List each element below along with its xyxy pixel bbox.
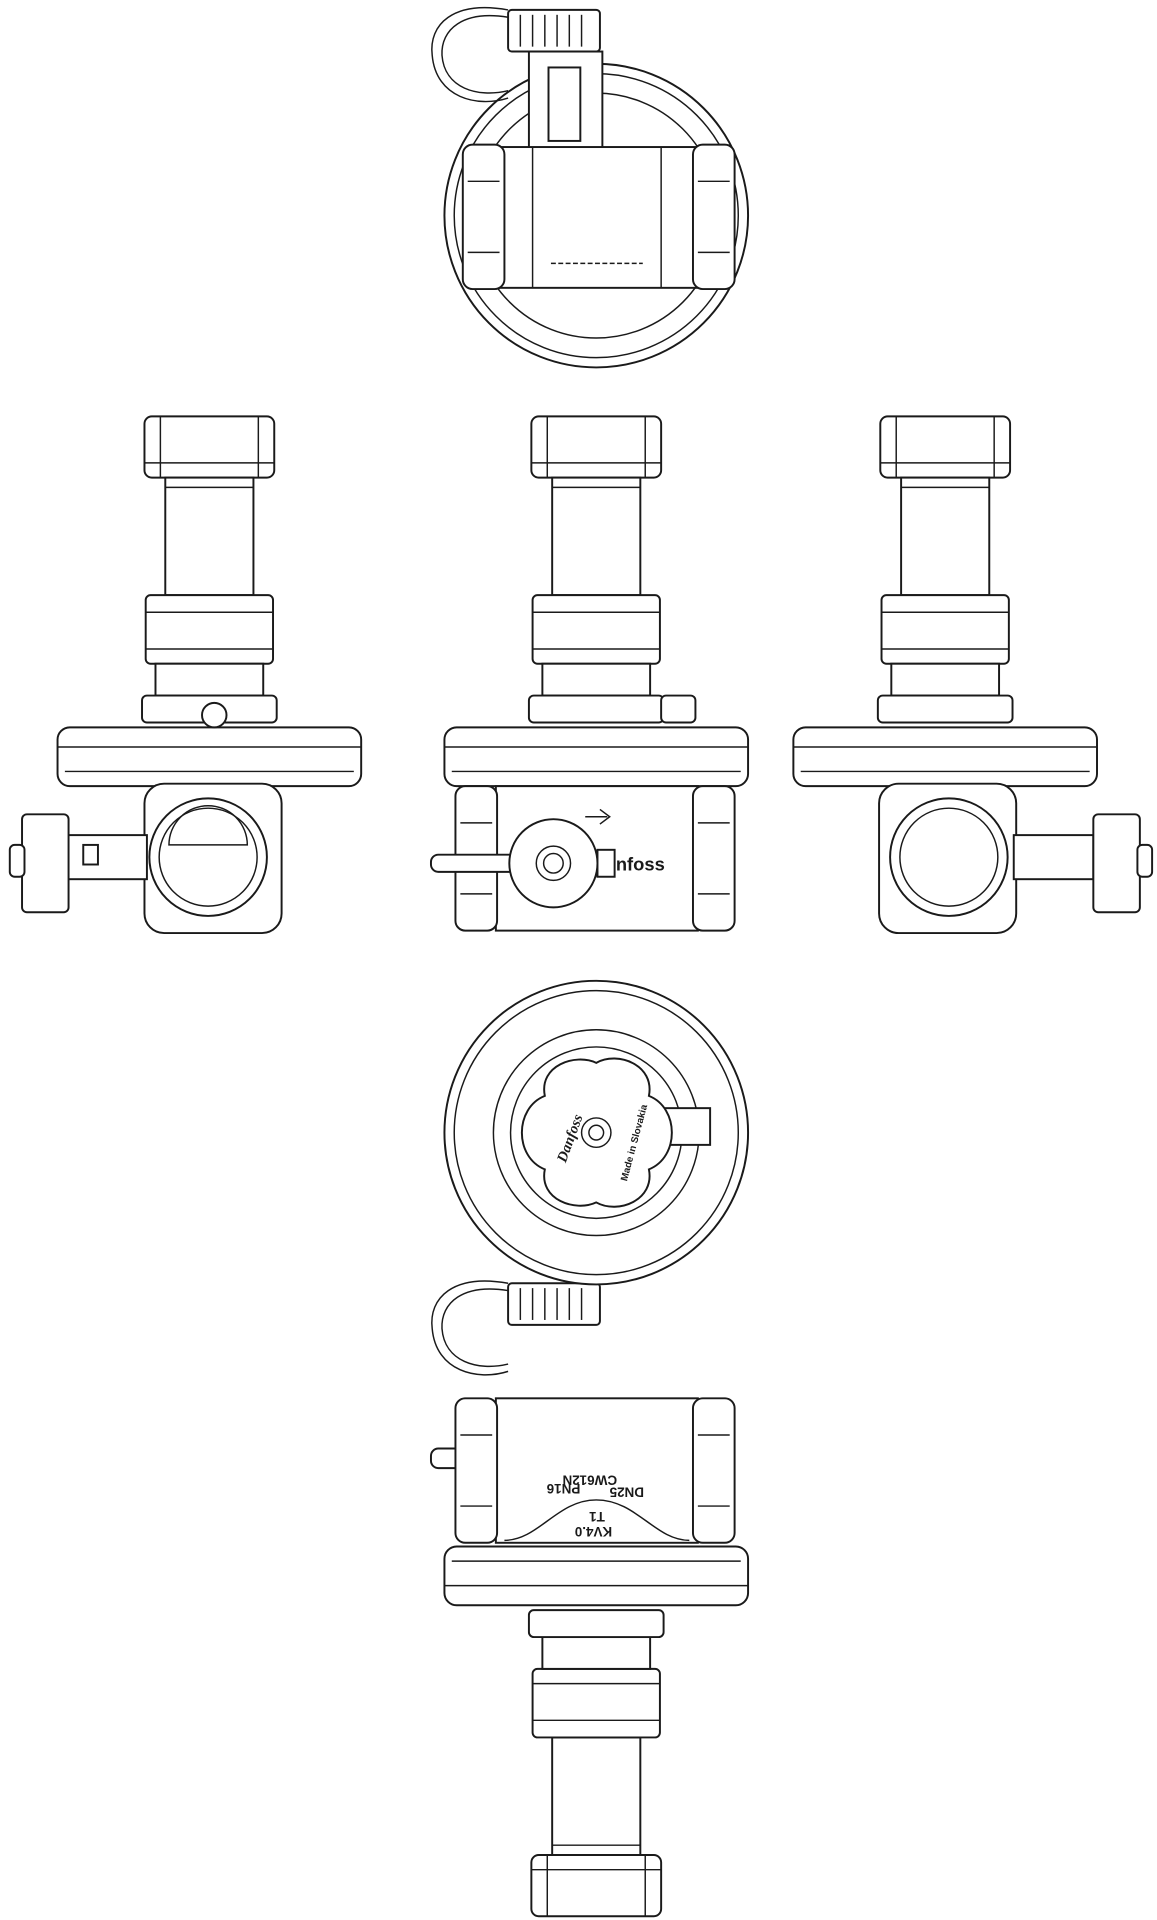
pressure-marking: PN16 — [547, 1481, 581, 1496]
front-view: nfoss — [429, 416, 748, 932]
material-marking: CW612N — [562, 1472, 617, 1487]
flow-arrow-icon — [585, 808, 611, 825]
left-side-view — [8, 416, 361, 935]
plan-view: Danfoss Made in Slovakia — [430, 979, 750, 1376]
brand-marking-partial: nfoss — [616, 854, 665, 875]
size-marking: DN25 — [609, 1485, 644, 1500]
right-side-view — [793, 416, 1154, 935]
type-marking: T1 — [589, 1509, 605, 1524]
rear-view: DN25 CW612N PN16 T1 KV4.0 — [429, 1397, 748, 1916]
top-view — [430, 6, 750, 369]
kv-marking: KV4.0 — [575, 1524, 612, 1539]
